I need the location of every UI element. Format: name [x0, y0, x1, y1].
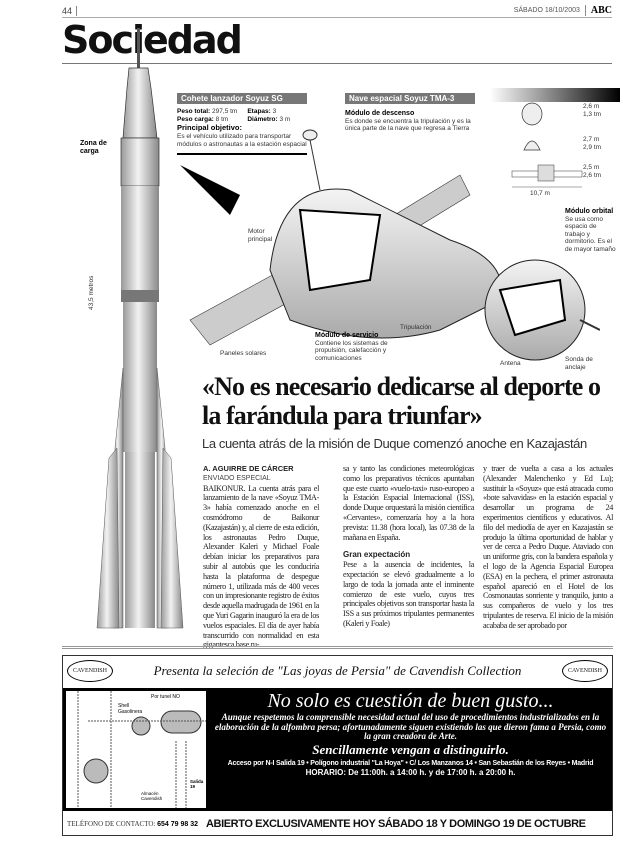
- ad-title: No solo es cuestión de buen gusto...: [267, 690, 554, 712]
- motor-label: Motor principal: [248, 228, 273, 243]
- section-rule: [62, 63, 612, 64]
- header-rule: [62, 17, 612, 18]
- article-text: y traer de vuelta a casa a los actuales …: [483, 464, 613, 630]
- subheadline: La cuenta atrás de la misión de Duque co…: [202, 436, 587, 451]
- soyuz-spacecraft-illustration: [180, 129, 600, 361]
- article-text: Pese a la ausencia de incidentes, la exp…: [343, 560, 474, 628]
- byline: A. AGUIRRE DE CÁRCER: [203, 464, 294, 473]
- rocket-info-panel: Cohete lanzador Soyuz SG Peso total: 297…: [177, 93, 307, 155]
- headline-block: «No es necesario dedicarse al deporte o …: [202, 372, 616, 451]
- page-number: 44: [62, 6, 78, 16]
- headline: «No es necesario dedicarse al deporte o …: [202, 372, 601, 430]
- zona-carga-label: Zona de carga: [80, 140, 107, 155]
- ship-info-title: Nave espacial Soyuz TMA-3: [345, 93, 475, 104]
- ad-text-block: No solo es cuestión de buen gusto... Aun…: [213, 690, 608, 778]
- gradient-banner: [490, 88, 620, 102]
- ad-bottom-row: TELÉFONO DE CONTACTO: 654 79 98 32 ABIER…: [63, 813, 612, 835]
- map-tunel: Por tunel NO: [151, 694, 180, 700]
- location-map: Shell Gasolinera Por tunel NO Salida 19 …: [66, 691, 206, 808]
- ad-body: Aunque respetemos la comprensible necesi…: [214, 712, 607, 741]
- intertitle: Gran expectación: [343, 550, 411, 560]
- ship-info-panel: Nave espacial Soyuz TMA-3 Módulo de desc…: [345, 93, 475, 133]
- dateline: SÁBADO 18/10/2003 ABC: [514, 5, 612, 16]
- antena-label: Antena: [500, 360, 521, 367]
- ad-tagline: Sencillamente vengan a distinguirlo.: [312, 741, 509, 757]
- dim-length: 10,7 m: [530, 190, 550, 197]
- article-column-1: A. AGUIRRE DE CÁRCER ENVIADO ESPECIAL BA…: [203, 464, 319, 650]
- ad-opening-dates: ABIERTO EXCLUSIVAMENTE HOY SÁBADO 18 Y D…: [206, 818, 586, 830]
- module-dimension-icons: [511, 102, 583, 188]
- byline-role: ENVIADO ESPECIAL: [203, 474, 271, 482]
- cavendish-logo: CAVENDISH: [67, 660, 113, 682]
- phone-contact[interactable]: TELÉFONO DE CONTACTO: 654 79 98 32: [67, 820, 198, 828]
- paneles-label: Paneles solares: [220, 350, 267, 357]
- ad-hours: HORARIO: De 11:00h. a 14:00 h. y de 17:0…: [305, 768, 516, 777]
- map-almacen: Almacén Cavendish: [141, 791, 163, 801]
- article-column-2: sa y tanto las condiciones meteorológica…: [343, 464, 474, 629]
- ad-separator: [62, 646, 613, 649]
- ad-address: Acceso por N-I Salida 19 • Polígono indu…: [227, 759, 594, 767]
- map-roads: [77, 691, 206, 808]
- rocket-info-title: Cohete lanzador Soyuz SG: [177, 93, 307, 104]
- map-salida: Salida 19: [190, 779, 204, 789]
- section-title: Sociedad: [62, 18, 243, 62]
- tripulacion-label: Tripulación: [400, 324, 432, 331]
- article-text: BAIKONUR. La cuenta atrás para el lanzam…: [203, 483, 319, 650]
- ad-top-line: Presenta la seleción de "Las joyas de Pe…: [153, 663, 522, 678]
- cavendish-logo: CAVENDISH: [562, 660, 608, 682]
- map-gasolinera: Shell Gasolinera: [118, 703, 143, 715]
- cavendish-advertisement[interactable]: CAVENDISH Presenta la seleción de "Las j…: [62, 655, 613, 836]
- article-text: sa y tanto las condiciones meteorológica…: [343, 464, 474, 542]
- sonda-label: Sonda de anclaje: [565, 356, 593, 371]
- soyuz-rocket-illustration: [96, 28, 184, 629]
- ad-black-panel: Shell Gasolinera Por tunel NO Salida 19 …: [63, 688, 612, 811]
- date: SÁBADO 18/10/2003: [513, 7, 580, 14]
- rocket-height-label: 43,5 metros: [88, 275, 95, 310]
- masthead: ABC: [584, 5, 612, 16]
- article-column-3: y traer de vuelta a casa a los actuales …: [483, 464, 613, 631]
